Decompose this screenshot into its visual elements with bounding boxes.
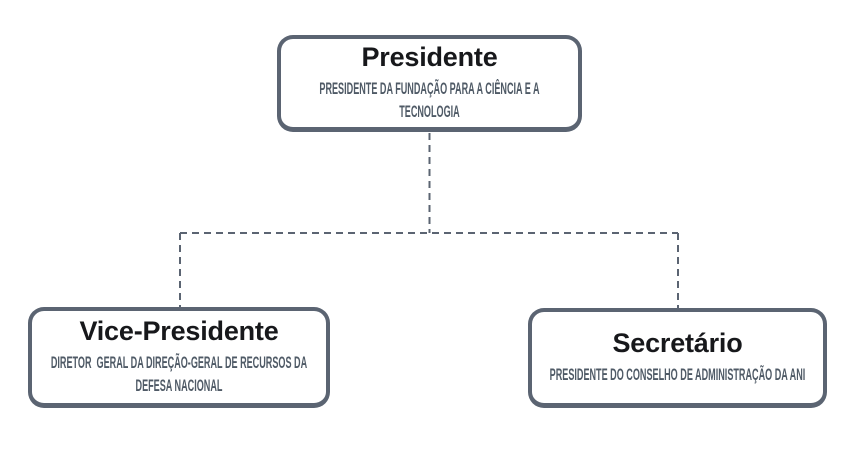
node-subtitle: PRESIDENTE DO CONSELHO DE ADMINISTRAÇÃO … — [549, 366, 806, 385]
node-subtitle-wrap: DIRETOR GERAL DA DIREÇÃO-GERAL DE RECURS… — [42, 352, 316, 398]
node-subtitle-wrap: PRESIDENTE DA FUNDAÇÃO PARA A CIÊNCIA E … — [291, 78, 568, 124]
org-node-secretario: Secretário PRESIDENTE DO CONSELHO DE ADM… — [528, 308, 827, 408]
node-title: Presidente — [361, 41, 498, 72]
node-title: Vice-Presidente — [79, 315, 279, 346]
node-title: Secretário — [612, 327, 743, 358]
node-subtitle-wrap: PRESIDENTE DO CONSELHO DE ADMINISTRAÇÃO … — [542, 364, 813, 387]
org-node-vice-presidente: Vice-Presidente DIRETOR GERAL DA DIREÇÃO… — [28, 307, 330, 408]
node-subtitle: DIRETOR GERAL DA DIREÇÃO-GERAL DE RECURS… — [50, 354, 310, 396]
org-node-presidente: Presidente PRESIDENTE DA FUNDAÇÃO PARA A… — [277, 35, 582, 132]
node-subtitle: PRESIDENTE DA FUNDAÇÃO PARA A CIÊNCIA E … — [319, 80, 543, 122]
